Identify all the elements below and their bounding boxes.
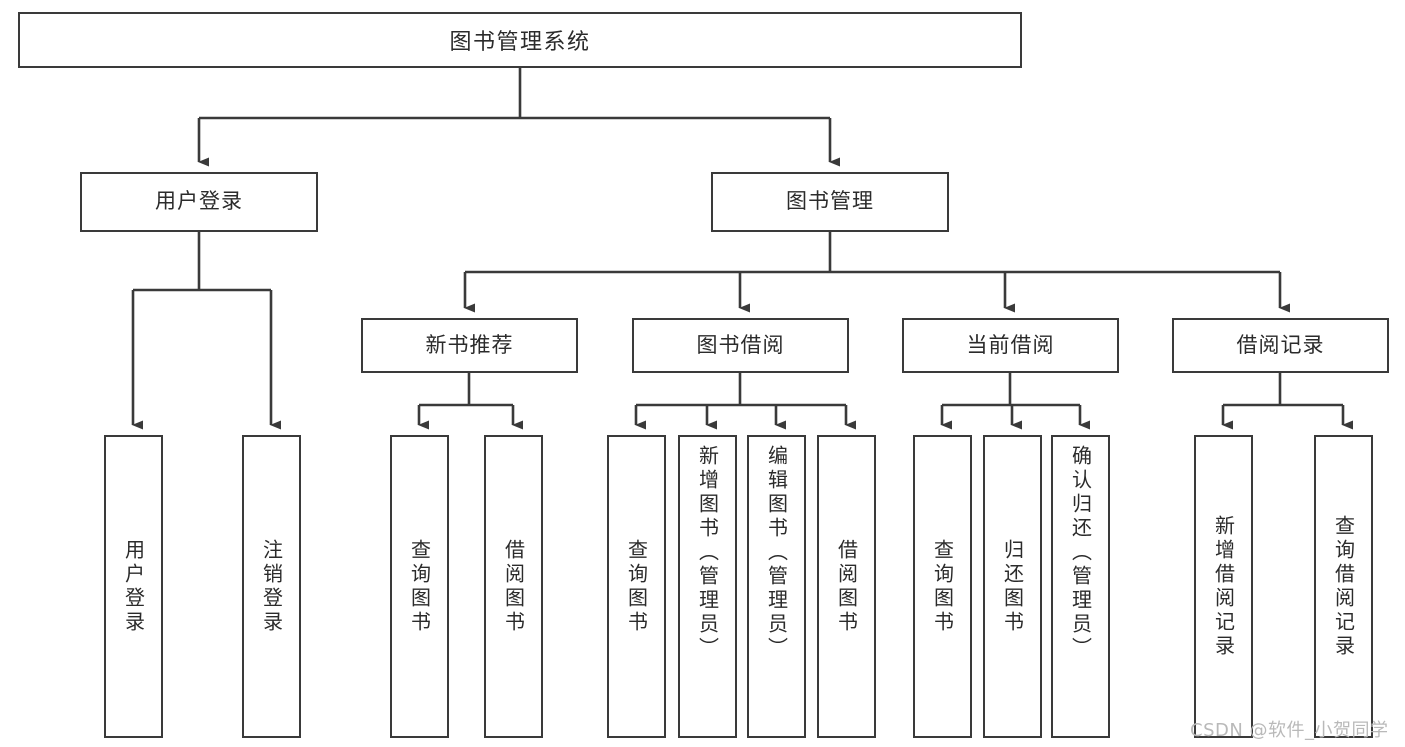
node-user-login-label: 用户登录	[155, 189, 243, 214]
leaf-book-borrow-edit-label: 编辑图书（管理员）	[764, 445, 789, 661]
leaf-user-login-signin-label: 用户登录	[121, 538, 146, 635]
node-borrow-record-label: 借阅记录	[1236, 332, 1325, 357]
leaf-book-borrow-borrow-label: 借阅图书	[834, 538, 859, 635]
leaf-current-borrow-confirm-label: 确认归还（管理员）	[1068, 445, 1093, 661]
node-current-borrow-label: 当前借阅	[966, 332, 1055, 357]
node-new-book-recommend-label: 新书推荐	[425, 332, 514, 357]
leaf-book-borrow-add[interactable]: 新增图书（管理员）	[678, 435, 737, 738]
node-book-borrow-label: 图书借阅	[696, 332, 785, 357]
node-root-label: 图书管理系统	[449, 30, 591, 55]
node-new-book-recommend[interactable]: 新书推荐	[361, 318, 578, 373]
leaf-user-login-signout-label: 注销登录	[259, 538, 284, 635]
leaf-borrow-record-query-label: 查询借阅记录	[1331, 514, 1356, 659]
node-user-login[interactable]: 用户登录	[80, 172, 318, 232]
leaf-book-borrow-add-label: 新增图书（管理员）	[695, 445, 720, 661]
leaf-borrow-record-add-label: 新增借阅记录	[1211, 514, 1236, 659]
node-root-system[interactable]: 图书管理系统	[18, 12, 1022, 68]
node-book-management[interactable]: 图书管理	[711, 172, 949, 232]
leaf-book-borrow-query-label: 查询图书	[624, 538, 649, 635]
leaf-new-book-query[interactable]: 查询图书	[390, 435, 449, 738]
leaf-new-book-borrow[interactable]: 借阅图书	[484, 435, 543, 738]
leaf-user-login-signin[interactable]: 用户登录	[104, 435, 163, 738]
leaf-new-book-borrow-label: 借阅图书	[501, 538, 526, 635]
leaf-user-login-signout[interactable]: 注销登录	[242, 435, 301, 738]
leaf-book-borrow-borrow[interactable]: 借阅图书	[817, 435, 876, 738]
leaf-current-borrow-return[interactable]: 归还图书	[983, 435, 1042, 738]
node-book-borrow[interactable]: 图书借阅	[632, 318, 849, 373]
leaf-book-borrow-edit[interactable]: 编辑图书（管理员）	[747, 435, 806, 738]
leaf-current-borrow-query-label: 查询图书	[930, 538, 955, 635]
leaf-book-borrow-query[interactable]: 查询图书	[607, 435, 666, 738]
csdn-watermark: CSDN @软件_小贺同学	[1190, 720, 1389, 741]
leaf-borrow-record-query[interactable]: 查询借阅记录	[1314, 435, 1373, 738]
leaf-current-borrow-return-label: 归还图书	[1000, 538, 1025, 635]
leaf-current-borrow-confirm[interactable]: 确认归还（管理员）	[1051, 435, 1110, 738]
node-book-management-label: 图书管理	[786, 189, 874, 214]
node-current-borrow[interactable]: 当前借阅	[902, 318, 1119, 373]
node-borrow-record[interactable]: 借阅记录	[1172, 318, 1389, 373]
leaf-current-borrow-query[interactable]: 查询图书	[913, 435, 972, 738]
leaf-new-book-query-label: 查询图书	[407, 538, 432, 635]
leaf-borrow-record-add[interactable]: 新增借阅记录	[1194, 435, 1253, 738]
